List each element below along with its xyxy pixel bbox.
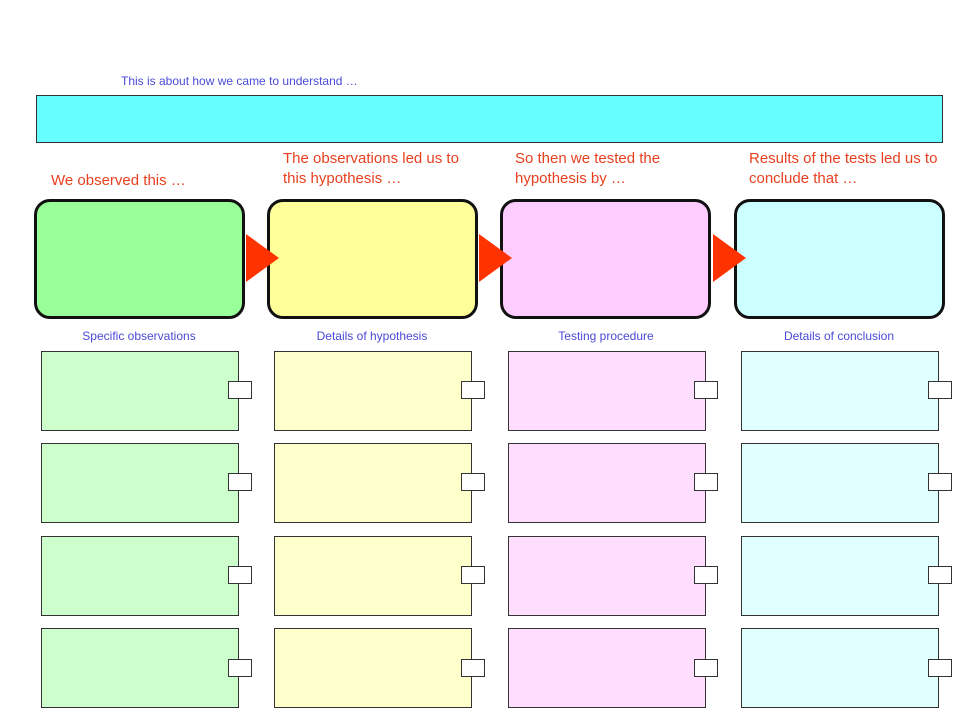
connector-tab[interactable] — [461, 381, 485, 399]
connector-tab[interactable] — [461, 566, 485, 584]
detail-box[interactable] — [274, 628, 472, 708]
stage-heading-testing: So then we tested the hypothesis by … — [515, 150, 661, 187]
connector-tab[interactable] — [694, 566, 718, 584]
stage-box-hypothesis[interactable] — [267, 199, 478, 319]
detail-box[interactable] — [508, 536, 706, 616]
connector-tab[interactable] — [694, 381, 718, 399]
detail-box[interactable] — [41, 536, 239, 616]
detail-box[interactable] — [508, 628, 706, 708]
detail-box[interactable] — [274, 443, 472, 523]
column-label-observations: Specific observations — [82, 329, 196, 343]
stage-heading-hypothesis: The observations led us to this hypothes… — [283, 150, 459, 187]
stage-heading-observations: We observed this … — [51, 172, 186, 189]
detail-box[interactable] — [274, 351, 472, 431]
connector-tab[interactable] — [928, 473, 952, 491]
connector-tab[interactable] — [228, 566, 252, 584]
connector-tab[interactable] — [228, 473, 252, 491]
detail-box[interactable] — [274, 536, 472, 616]
intro-text: This is about how we came to understand … — [121, 74, 358, 88]
connector-tab[interactable] — [461, 659, 485, 677]
detail-box[interactable] — [508, 443, 706, 523]
topic-banner[interactable] — [36, 95, 943, 143]
connector-tab[interactable] — [228, 659, 252, 677]
column-label-hypothesis: Details of hypothesis — [316, 329, 428, 343]
connector-tab[interactable] — [461, 473, 485, 491]
stage-heading-conclusion: Results of the tests led us to conclude … — [749, 150, 938, 187]
connector-tab[interactable] — [694, 659, 718, 677]
connector-tab[interactable] — [928, 659, 952, 677]
stage-box-conclusion[interactable] — [734, 199, 945, 319]
detail-box[interactable] — [41, 351, 239, 431]
detail-box[interactable] — [508, 351, 706, 431]
detail-box[interactable] — [741, 628, 939, 708]
connector-tab[interactable] — [928, 566, 952, 584]
detail-box[interactable] — [41, 443, 239, 523]
column-label-testing: Testing procedure — [558, 329, 654, 343]
detail-box[interactable] — [41, 628, 239, 708]
detail-box[interactable] — [741, 443, 939, 523]
column-label-conclusion: Details of conclusion — [783, 329, 895, 343]
connector-tab[interactable] — [228, 381, 252, 399]
detail-box[interactable] — [741, 536, 939, 616]
connector-tab[interactable] — [694, 473, 718, 491]
connector-tab[interactable] — [928, 381, 952, 399]
stage-box-testing[interactable] — [500, 199, 711, 319]
detail-box[interactable] — [741, 351, 939, 431]
stage-box-observations[interactable] — [34, 199, 245, 319]
